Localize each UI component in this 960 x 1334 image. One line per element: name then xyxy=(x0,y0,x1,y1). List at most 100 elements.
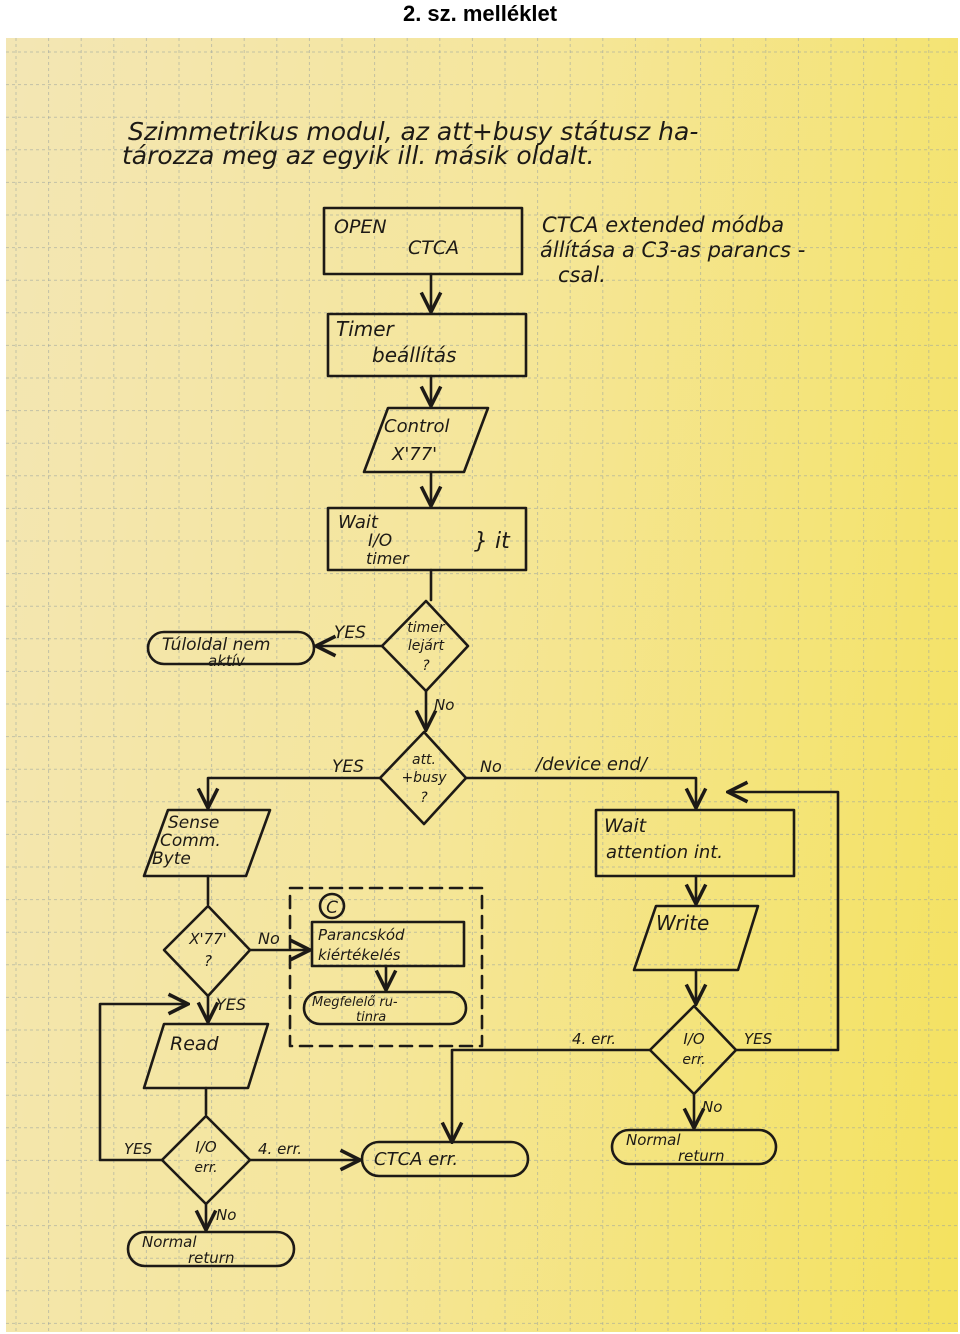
node-normal-right: Normal return xyxy=(610,1128,778,1166)
att-busy-label-3: ? xyxy=(420,790,428,806)
edge-att-yes xyxy=(208,776,382,808)
ctca-note-line-2: állítása a C3-as parancs - xyxy=(540,238,805,262)
io-err-left-label-1: I/O xyxy=(195,1138,216,1156)
node-write: Write xyxy=(632,904,760,972)
ctca-note: CTCA extended módba állítása a C3-as par… xyxy=(540,213,805,287)
normal-left-label-1: Normal xyxy=(142,1233,197,1251)
megfelelo-label-2: tinra xyxy=(356,1010,386,1025)
read-label: Read xyxy=(170,1033,220,1055)
edge-right-err xyxy=(452,1048,652,1142)
timer-box xyxy=(326,312,528,378)
graph-paper-grid xyxy=(6,38,958,1332)
parancskod-box xyxy=(310,920,466,968)
timer-label-1: Timer xyxy=(336,317,396,341)
write-label: Write xyxy=(656,911,709,935)
wait-io-label-3: timer xyxy=(366,549,410,568)
x77-label-2: ? xyxy=(204,952,212,970)
wait-io-label-1: Wait xyxy=(338,512,379,533)
node-normal-left: Normal return xyxy=(126,1230,296,1268)
normal-right-label-2: return xyxy=(678,1147,724,1165)
edge-att-no xyxy=(464,776,696,808)
att-busy-label-2: +busy xyxy=(401,770,447,786)
megfelelo-terminal xyxy=(302,990,468,1026)
node-control: Control X'77' xyxy=(362,406,490,474)
edge-label-timer-yes: YES xyxy=(334,623,366,643)
normal-right-label-1: Normal xyxy=(626,1131,681,1149)
control-label-2: X'77' xyxy=(391,444,437,465)
edge-label-left-no: No xyxy=(216,1206,236,1224)
ctca-err-label: CTCA err. xyxy=(374,1149,458,1170)
read-parallelogram xyxy=(142,1022,270,1090)
edge-right-yes-loop xyxy=(728,792,840,1052)
open-label-2: CTCA xyxy=(408,237,459,259)
section-c-circle xyxy=(318,892,346,920)
wait-io-box xyxy=(326,506,528,572)
node-timer-setting: Timer beállítás xyxy=(326,312,528,378)
timer-label-2: beállítás xyxy=(372,343,456,367)
tuloldal-label-1: Túloldal nem xyxy=(162,635,270,655)
normal-left-label-2: return xyxy=(188,1249,234,1267)
edge-label-x77-no: No xyxy=(258,929,280,948)
node-wait-io: Wait I/O timer } it xyxy=(326,506,528,572)
node-x77: X'77' ? xyxy=(162,904,252,998)
timer-expired-label-2: lejárt xyxy=(408,638,445,654)
ctca-note-line-1: CTCA extended módba xyxy=(542,213,784,237)
edge-label-att-yes: YES xyxy=(332,757,364,777)
top-note: Szimmetrikus modul, az att+busy státusz … xyxy=(122,117,698,170)
edge-label-right-err: 4. err. xyxy=(572,1030,616,1048)
edge-label-left-err: 4. err. xyxy=(258,1140,302,1158)
graph-paper-sheet: Szimmetrikus modul, az att+busy státusz … xyxy=(6,38,958,1332)
section-c-dashed-box xyxy=(288,886,484,1048)
edge-label-left-yes: YES xyxy=(124,1140,153,1158)
node-megfelelo: Megfelelő ru- tinra xyxy=(302,990,468,1026)
node-io-err-left: I/O err. xyxy=(160,1114,252,1206)
node-att-busy: att. +busy ? xyxy=(378,730,468,826)
parancskod-label-2: kiértékelés xyxy=(318,946,401,964)
timer-expired-label-1: timer xyxy=(407,620,446,636)
tuloldal-label-2: aktív xyxy=(208,652,246,670)
io-err-right-label-2: err. xyxy=(682,1052,705,1068)
section-c: C xyxy=(288,886,484,1048)
section-c-label: C xyxy=(326,898,338,918)
edge-label-timer-no: No xyxy=(434,696,454,714)
io-err-left-label-2: err. xyxy=(194,1160,217,1176)
sense-label-3: Byte xyxy=(152,849,191,869)
node-io-err-right: I/O err. xyxy=(648,1004,738,1096)
edge-label-att-no: No xyxy=(480,757,502,776)
ctca-err-terminal xyxy=(360,1140,530,1178)
edge-label-device-end: /device end/ xyxy=(534,754,649,775)
att-busy-diamond xyxy=(378,730,468,826)
open-label-1: OPEN xyxy=(334,216,387,238)
sense-label-2: Comm. xyxy=(160,831,221,851)
node-ctca-err: CTCA err. xyxy=(360,1140,530,1178)
node-parancskod: Parancskód kiértékelés xyxy=(310,920,466,968)
node-timer-expired: timer lejárt ? xyxy=(380,599,470,693)
node-read: Read xyxy=(142,1022,270,1090)
wait-attention-label-2: attention int. xyxy=(606,842,723,863)
control-parallelogram xyxy=(362,406,490,474)
wait-io-label-2: I/O xyxy=(368,531,392,551)
normal-right-terminal xyxy=(610,1128,778,1166)
timer-expired-label-3: ? xyxy=(422,658,430,674)
edge-left-yes-loop xyxy=(98,1004,188,1162)
node-wait-attention: Wait attention int. xyxy=(594,808,796,878)
wait-io-side-label: } it xyxy=(474,529,511,554)
att-busy-label-1: att. xyxy=(412,752,436,768)
normal-left-terminal xyxy=(126,1230,296,1268)
ctca-note-line-3: csal. xyxy=(558,263,606,287)
io-err-right-label-1: I/O xyxy=(683,1030,704,1048)
node-open-ctca: OPEN CTCA xyxy=(322,206,524,276)
sense-label-1: Sense xyxy=(168,813,219,833)
edge-label-right-no: No xyxy=(702,1098,722,1116)
x77-diamond xyxy=(162,904,252,998)
edge-label-right-yes: YES xyxy=(744,1030,773,1048)
write-parallelogram xyxy=(632,904,760,972)
x77-label-1: X'77' xyxy=(188,930,227,948)
node-sense: Sense Comm. Byte xyxy=(142,808,272,878)
io-err-right-diamond xyxy=(648,1004,738,1096)
page-title: 2. sz. melléklet xyxy=(402,1,558,26)
edge-label-x77-yes: YES xyxy=(216,995,246,1014)
node-tuloldal: Túloldal nem aktív xyxy=(146,630,316,670)
megfelelo-label-1: Megfelelő ru- xyxy=(312,995,398,1010)
wait-attention-label-1: Wait xyxy=(604,815,648,837)
